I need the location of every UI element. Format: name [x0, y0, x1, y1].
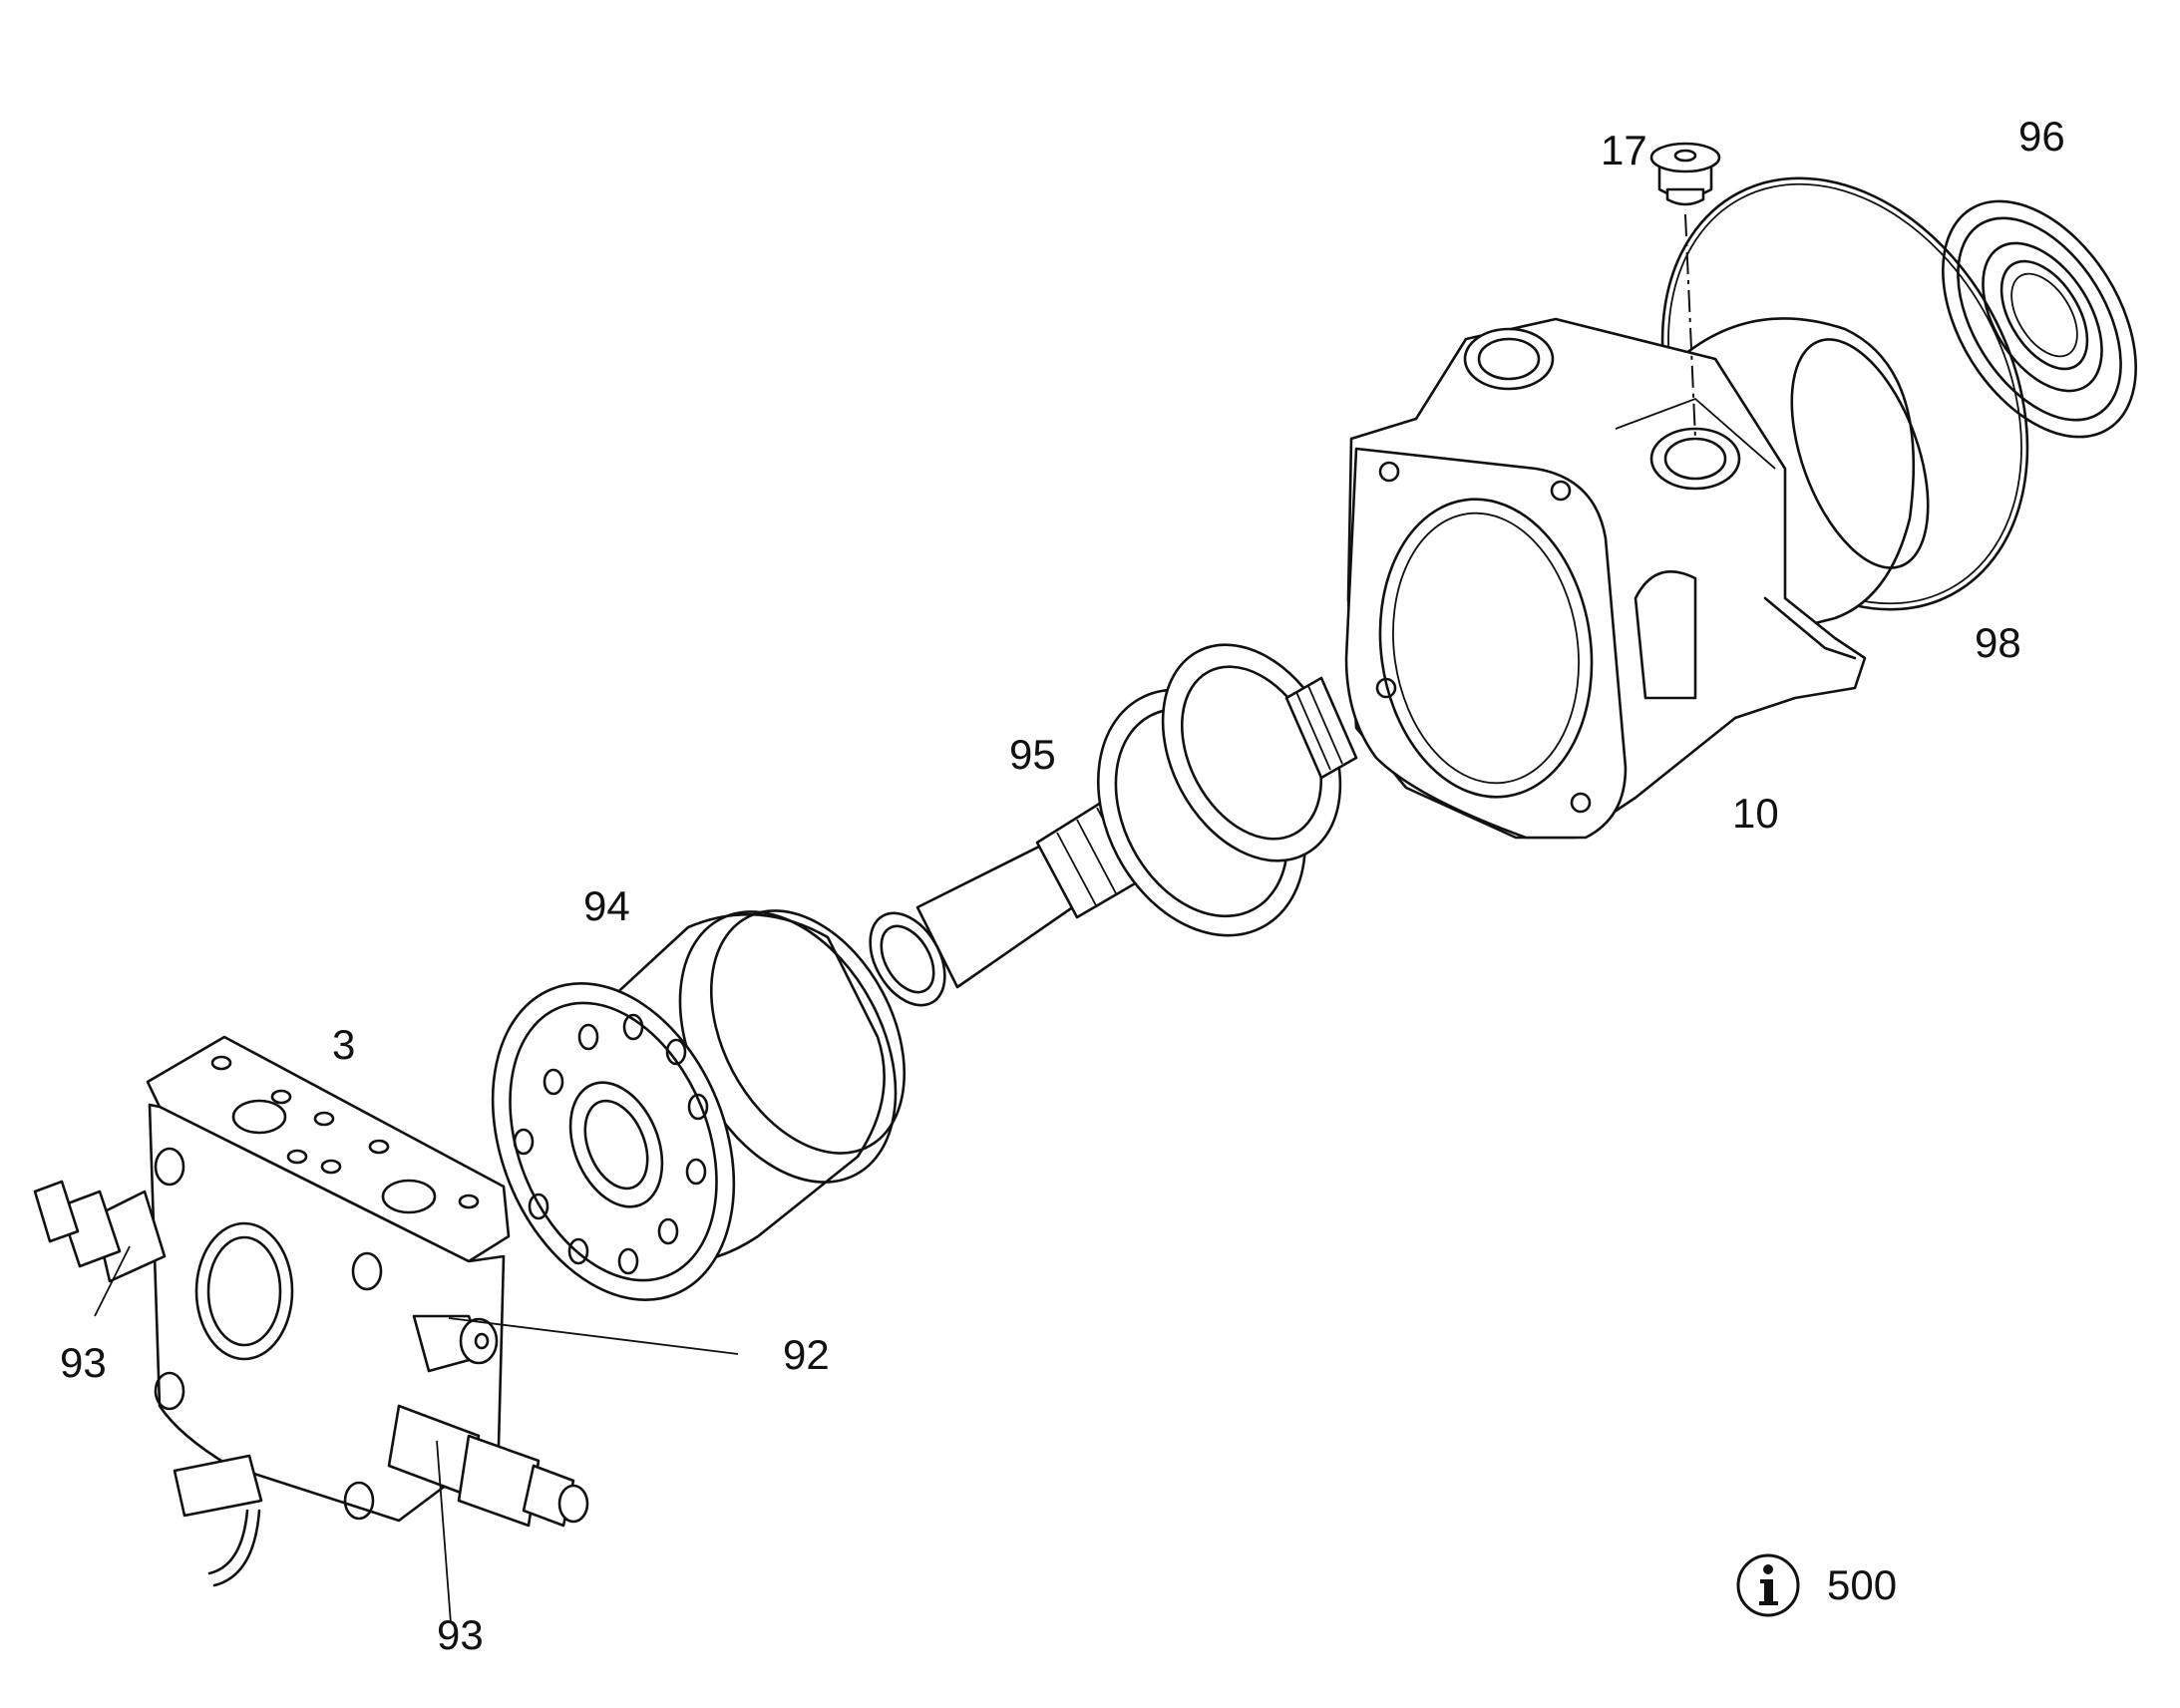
drive-shaft-part — [869, 643, 1358, 1007]
label-seal: 96 — [2018, 113, 2065, 160]
leader-93-left — [94, 1245, 131, 1317]
housing-part — [1344, 317, 1930, 840]
label-housing: 10 — [1732, 790, 1779, 837]
label-o-ring: 98 — [1975, 619, 2021, 666]
info-note: 500 — [1735, 1552, 1897, 1618]
label-valve-93-bottom: 93 — [437, 1611, 484, 1658]
relief-valve-left — [33, 1180, 167, 1283]
info-note-number: 500 — [1827, 1561, 1898, 1608]
plug-part — [1649, 142, 1721, 206]
label-valve-92: 92 — [783, 1331, 830, 1378]
info-icon — [1736, 1553, 1800, 1617]
label-valve-93-left: 93 — [60, 1339, 107, 1386]
bleed-fitting — [173, 1454, 263, 1587]
leader-92 — [448, 1317, 739, 1355]
label-drive-shaft: 95 — [1009, 731, 1056, 778]
label-port-plate: 3 — [332, 1021, 356, 1068]
label-rotary-group: 94 — [583, 882, 630, 929]
label-plug: 17 — [1601, 127, 1647, 173]
relief-valve-bottom — [387, 1404, 589, 1528]
shaft-seal-part — [1942, 199, 2137, 439]
leader-93-bottom — [436, 1440, 452, 1624]
rotary-group-part — [491, 909, 907, 1301]
